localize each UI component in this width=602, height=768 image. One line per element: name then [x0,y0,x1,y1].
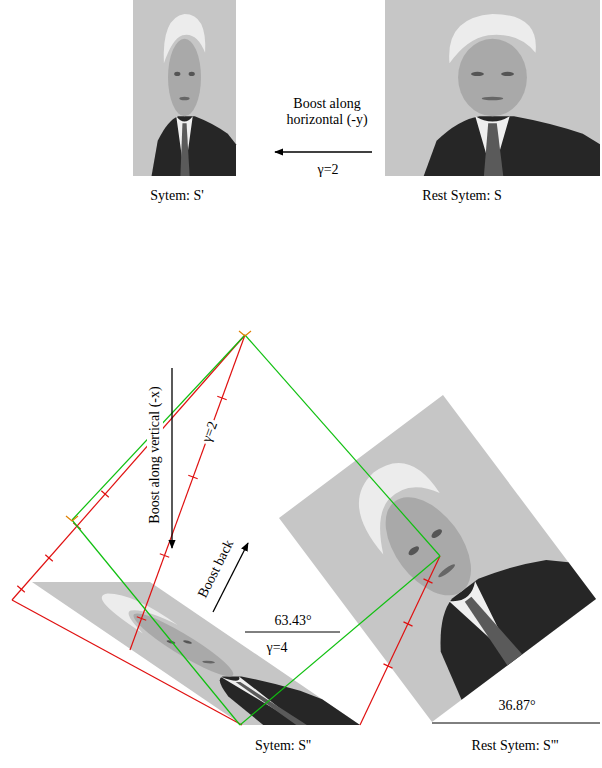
label-anchor: Rest Sytem: S''' [470,738,561,754]
text-label: Boost along horizontal (-y) [275,96,379,128]
label-anchor: Boost back [194,536,238,603]
red-axes [12,335,440,725]
label-anchor: Boost along vertical (-x) [147,384,163,525]
text-label: Sytem: S'' [253,738,313,754]
label-anchor: γ=4 [264,640,289,656]
angle-baseline [432,723,600,724]
text-label: Boost along vertical (-x) [147,384,163,525]
text-label: 63.43° [272,613,313,629]
label-anchor: γ=2 [198,417,222,446]
text-label: Rest Sytem: S [420,188,503,204]
angle-baseline [245,632,340,633]
photo-s-double-prime [32,582,360,725]
text-label: Boost back [194,536,238,603]
text-label: Rest Sytem: S''' [470,738,561,754]
text-label: γ=4 [264,640,289,656]
text-label: γ=2 [315,162,340,178]
green-lines [72,335,440,725]
label-anchor: Rest Sytem: S [420,188,503,204]
boost-arrow [275,151,372,152]
photo-s-prime [133,0,236,176]
label-anchor: Boost along horizontal (-y) [275,96,379,128]
photo-s-rest [385,0,600,176]
label-anchor: γ=2 [315,162,340,178]
boost-arrow [171,368,172,548]
label-anchor: 36.87° [496,698,537,714]
label-anchor: 63.43° [272,613,313,629]
label-anchor: Sytem: S' [148,188,205,204]
label-anchor: Sytem: S'' [253,738,313,754]
text-label: Sytem: S' [148,188,205,204]
text-label: γ=2 [198,417,222,446]
text-label: 36.87° [496,698,537,714]
